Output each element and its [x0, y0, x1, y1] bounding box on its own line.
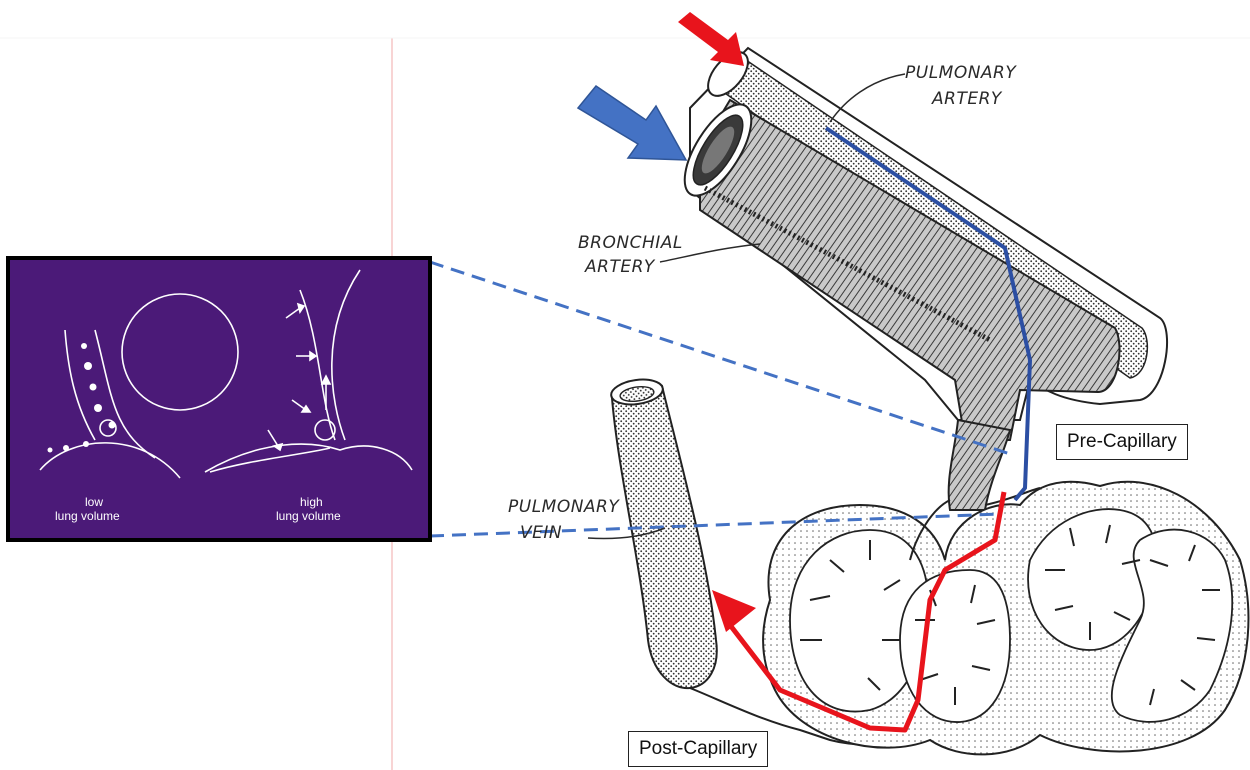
svg-text:VEIN: VEIN	[520, 523, 562, 543]
bronchial-artery-label: BRONCHIAL ARTERY	[578, 233, 760, 277]
svg-text:BRONCHIAL: BRONCHIAL	[578, 233, 683, 253]
svg-text:PULMONARY: PULMONARY	[905, 63, 1017, 83]
venous-flow-arrowhead	[712, 590, 756, 632]
svg-text:ARTERY: ARTERY	[931, 89, 1003, 109]
blue-inflow-arrow	[578, 86, 686, 160]
svg-text:ARTERY: ARTERY	[584, 257, 656, 277]
red-inflow-arrow	[678, 12, 744, 66]
pulmonary-artery-label: PULMONARY ARTERY	[830, 63, 1017, 122]
post-capillary-label: Post-Capillary	[628, 731, 768, 767]
lung-volume-inset: low lung volume high lung volume	[8, 258, 430, 540]
svg-text:PULMONARY: PULMONARY	[508, 497, 620, 517]
inset-high-line2: lung volume	[276, 509, 341, 523]
inset-high-line1: high	[300, 495, 323, 509]
pre-capillary-label: Pre-Capillary	[1056, 424, 1188, 460]
inset-low-line1: low	[85, 495, 103, 509]
inset-low-line2: lung volume	[55, 509, 120, 523]
